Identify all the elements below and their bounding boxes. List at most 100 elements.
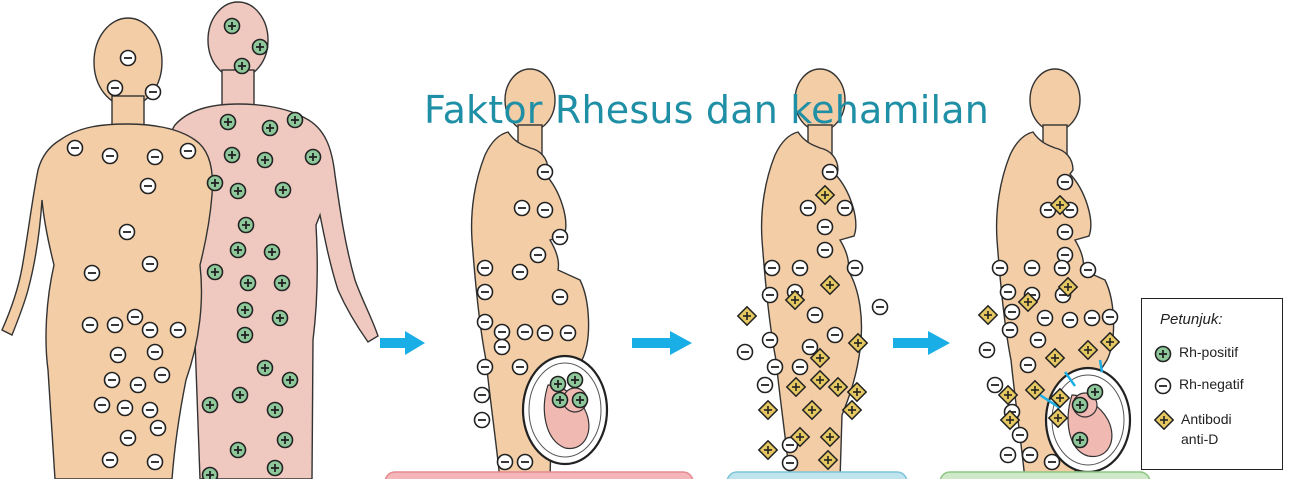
rh-negative-marker	[1031, 333, 1046, 348]
rh-negative-marker	[531, 248, 546, 263]
rh-negative-marker	[988, 378, 1003, 393]
rh-negative-marker	[181, 144, 196, 159]
rh-positive-marker	[231, 443, 246, 458]
rh-negative-marker	[553, 230, 568, 245]
rh-negative-marker	[768, 360, 783, 375]
rh-negative-marker	[143, 257, 158, 272]
bottom-panels	[385, 472, 1150, 479]
rh-positive-marker	[208, 265, 223, 280]
rh-positive-marker	[208, 176, 223, 191]
rh-positive-marker	[551, 377, 566, 392]
rh-positive-marker	[268, 461, 283, 476]
rh-positive-marker	[203, 468, 218, 480]
arrow-2	[632, 331, 692, 355]
rh-positive-icon	[1154, 345, 1172, 363]
rh-negative-marker	[83, 318, 98, 333]
antibody-icon	[1154, 410, 1174, 430]
rh-negative-marker	[561, 326, 576, 341]
legend-label-antibody-line1: Antibodi	[1181, 411, 1232, 427]
rh-negative-marker	[95, 398, 110, 413]
rh-negative-marker	[1003, 323, 1018, 338]
rh-positive-marker	[225, 148, 240, 163]
rh-positive-marker	[283, 373, 298, 388]
rh-positive-marker	[231, 243, 246, 258]
rh-negative-marker	[108, 81, 123, 96]
legend-heading: Petunjuk:	[1160, 311, 1223, 328]
rh-positive-marker	[1073, 433, 1088, 448]
rh-negative-marker	[1081, 263, 1096, 278]
rh-positive-marker	[253, 40, 268, 55]
rh-negative-marker	[1085, 311, 1100, 326]
rh-negative-marker	[738, 345, 753, 360]
rh-positive-marker	[1088, 385, 1103, 400]
rh-negative-marker	[103, 149, 118, 164]
rh-positive-marker	[258, 361, 273, 376]
rh-negative-marker	[793, 360, 808, 375]
rh-positive-marker	[203, 398, 218, 413]
rh-negative-marker	[495, 325, 510, 340]
rh-positive-marker	[238, 303, 253, 318]
rh-negative-marker	[121, 51, 136, 66]
rh-negative-marker	[1001, 285, 1016, 300]
rh-negative-marker	[111, 348, 126, 363]
rh-negative-marker	[1013, 428, 1028, 443]
rh-positive-marker	[235, 59, 250, 74]
rh-positive-marker	[221, 115, 236, 130]
rh-negative-marker	[1063, 313, 1078, 328]
rh-positive-marker	[225, 19, 240, 34]
rh-negative-marker	[495, 340, 510, 355]
rh-negative-marker	[1005, 305, 1020, 320]
rh-negative-marker	[513, 360, 528, 375]
rh-negative-marker	[763, 288, 778, 303]
rh-negative-marker	[478, 261, 493, 276]
rh-positive-marker	[278, 433, 293, 448]
rh-negative-marker	[765, 261, 780, 276]
rh-negative-marker	[1025, 261, 1040, 276]
rh-positive-marker	[306, 150, 321, 165]
rh-negative-marker	[148, 455, 163, 470]
rh-negative-marker	[513, 265, 528, 280]
rh-positive-marker	[276, 183, 291, 198]
rh-negative-marker	[538, 326, 553, 341]
rh-negative-marker	[848, 261, 863, 276]
legend-label-antibody-line2: anti-D	[1181, 431, 1218, 447]
rh-negative-marker	[1058, 175, 1073, 190]
rh-negative-marker	[171, 323, 186, 338]
rh-negative-marker	[1038, 311, 1053, 326]
rh-negative-marker	[118, 401, 133, 416]
rh-negative-marker	[1001, 448, 1016, 463]
rh-negative-marker	[828, 328, 843, 343]
rh-negative-marker	[155, 368, 170, 383]
rh-negative-marker	[103, 453, 118, 468]
rh-negative-marker	[758, 378, 773, 393]
rh-negative-marker	[538, 165, 553, 180]
rh-negative-marker	[475, 413, 490, 428]
rh-negative-marker	[143, 403, 158, 418]
rh-positive-marker	[288, 113, 303, 128]
rh-negative-marker	[146, 85, 161, 100]
legend-item-rh-negative: Rh-negatif	[1154, 376, 1244, 395]
antibody-marker	[759, 441, 777, 459]
legend-label-rh-negative: Rh-negatif	[1179, 376, 1244, 392]
rh-negative-icon	[1154, 377, 1172, 395]
rh-negative-marker	[518, 325, 533, 340]
rh-negative-marker	[151, 421, 166, 436]
rh-negative-marker	[105, 373, 120, 388]
rh-positive-marker	[275, 276, 290, 291]
rh-negative-marker	[478, 315, 493, 330]
rh-negative-marker	[1045, 455, 1060, 470]
legend-box: Petunjuk: Rh-positif Rh-negatif Antibodi…	[1141, 298, 1283, 470]
rh-negative-marker	[128, 310, 143, 325]
antibody-marker	[738, 307, 756, 325]
rh-positive-marker	[573, 393, 588, 408]
rh-negative-marker	[538, 203, 553, 218]
rh-negative-marker	[1058, 225, 1073, 240]
antibody-marker	[979, 306, 997, 324]
rh-negative-marker	[143, 323, 158, 338]
legend-label-antibody: Antibodi anti-D	[1181, 409, 1232, 449]
rh-negative-marker	[873, 300, 888, 315]
rh-negative-marker	[1023, 448, 1038, 463]
rh-negative-marker	[818, 243, 833, 258]
rh-negative-marker	[68, 141, 83, 156]
rh-negative-marker	[141, 179, 156, 194]
